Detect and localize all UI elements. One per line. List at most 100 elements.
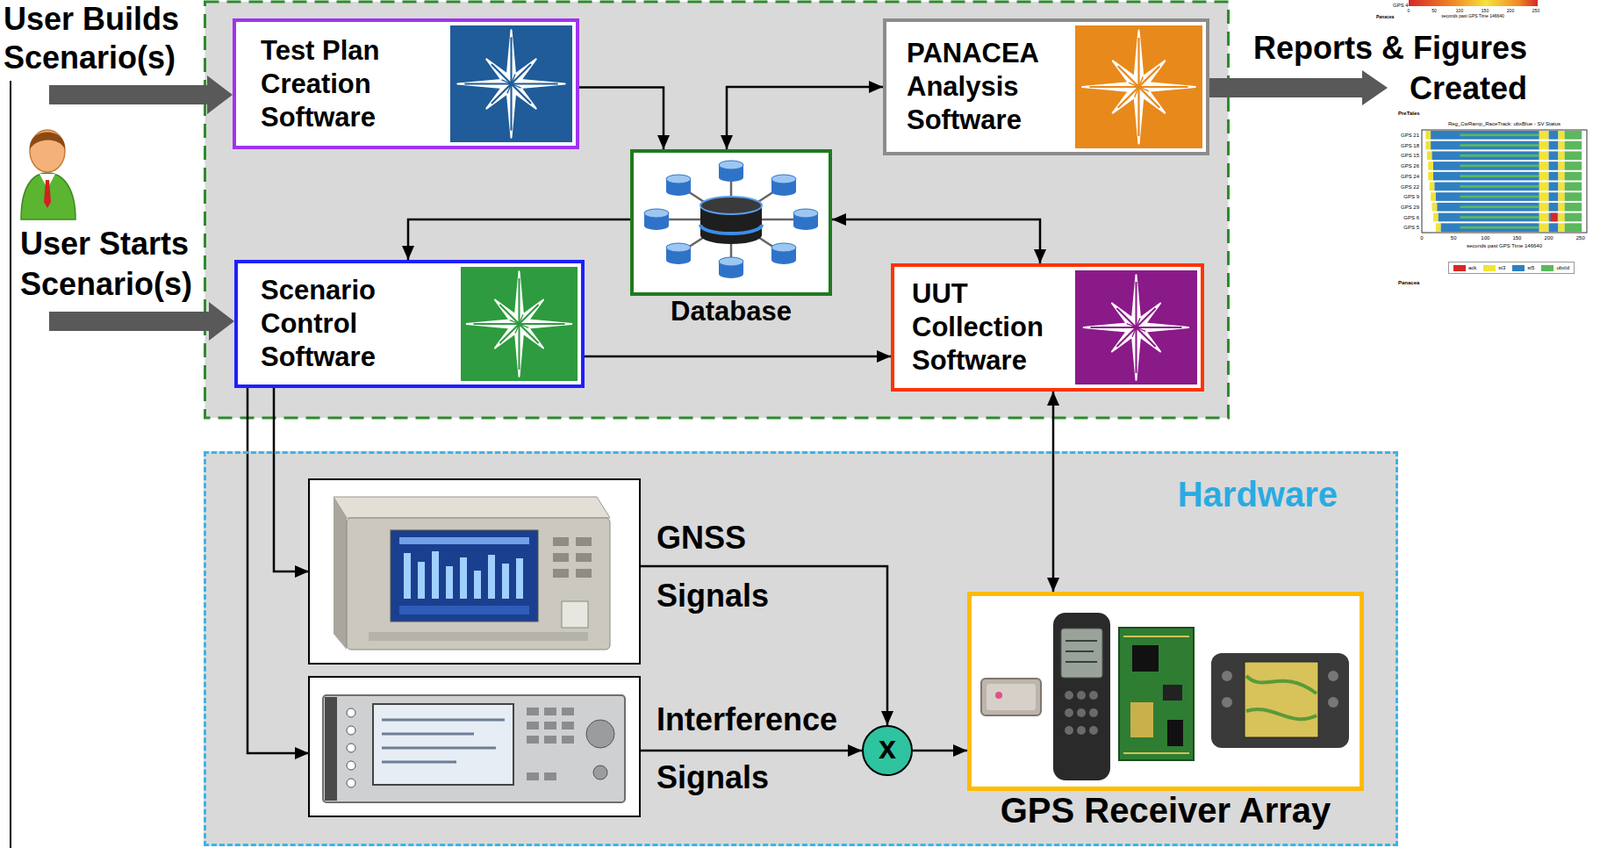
process-box: Test Plan Creation Software (232, 18, 580, 150)
signal-generator (308, 676, 640, 817)
compass-star (466, 271, 573, 377)
axis-label: GPS 29 (1400, 203, 1420, 211)
gnss-simulator (459, 557, 467, 599)
gnss-simulator (403, 551, 524, 599)
mixer-symbol: x (878, 731, 897, 764)
gnss-simulator (333, 496, 610, 518)
gnss-simulator (308, 479, 640, 664)
page-rule (9, 80, 12, 848)
receiver-images (1064, 708, 1074, 718)
gnss-simulator (552, 537, 569, 546)
user-icon (21, 172, 76, 220)
mixer-circle: x (861, 724, 913, 776)
output-arrow (1209, 70, 1388, 106)
connector (726, 86, 883, 150)
connector (1052, 391, 1055, 592)
signal-generator (526, 707, 539, 716)
signal-generator (526, 721, 539, 730)
receiver-images (1076, 725, 1086, 735)
database-image (666, 174, 691, 196)
legend-swatch (1453, 265, 1466, 272)
signal-label: Interference Signals (656, 690, 838, 807)
receiver-images (1162, 684, 1183, 701)
actor-label: User Builds Scenario(s) (3, 0, 204, 78)
compass-icon (1075, 270, 1198, 385)
receiver-array-box: GPS Receiver Array (967, 591, 1364, 791)
status-chart (1433, 213, 1439, 223)
compass-icon (1075, 25, 1203, 149)
legend-text: ack (1468, 264, 1477, 272)
gnss-simulator (308, 479, 640, 664)
tick-label: 0 (1420, 234, 1423, 242)
status-chart (1427, 161, 1434, 171)
signal-generator (346, 708, 356, 788)
tick-label: 200 (1544, 234, 1554, 242)
tick-label: 100 (1480, 234, 1490, 242)
gnss-simulator (431, 551, 439, 599)
receiver-images (1064, 690, 1098, 735)
hardware-region-fill (203, 451, 1399, 847)
signal-generator (346, 778, 356, 788)
gnss-simulator (487, 554, 496, 599)
receiver-images (1089, 725, 1098, 735)
database-image (630, 149, 833, 296)
status-chart (1459, 192, 1582, 201)
signal-generator (544, 707, 557, 716)
signal-generator (544, 735, 557, 744)
chart-thumbnail (1408, 0, 1538, 7)
signal-generator (308, 676, 640, 817)
signal-label: GNSS Signals (656, 509, 769, 625)
box-label: Test Plan Creation Software (260, 34, 442, 135)
receiver-images (995, 691, 1003, 699)
database-image (644, 208, 669, 230)
receiver-images (1221, 670, 1339, 708)
receiver-images (1327, 670, 1339, 682)
actor-label: User Starts Scenario(s) (20, 223, 221, 305)
user-icon (29, 129, 65, 173)
status-chart (1459, 182, 1582, 192)
chart-footer: Panacea (1376, 14, 1394, 20)
axis-label: GPS 18 (1400, 142, 1420, 150)
database-image (771, 243, 797, 265)
status-chart (1427, 172, 1434, 181)
database-image (700, 224, 762, 234)
signal-generator (544, 772, 557, 781)
gnss-simulator (552, 552, 569, 562)
signal-generator (526, 772, 539, 781)
chart-axis-label: GPS 4 (1392, 1, 1409, 9)
database-image (718, 257, 744, 279)
legend-item: st5 (1512, 264, 1535, 272)
status-chart (1459, 161, 1582, 171)
gnss-simulator (552, 568, 569, 578)
receiver-images (1211, 652, 1349, 748)
tick-label: 50 (1431, 7, 1437, 14)
chart-legend: ackst3st5ubxId (1448, 261, 1575, 274)
database-box: Database (630, 149, 833, 296)
database-image (666, 243, 691, 265)
legend-text: st5 (1527, 264, 1535, 272)
signal-generator (346, 743, 356, 753)
node-caption: Database (670, 295, 792, 328)
compass-star (1083, 274, 1190, 381)
receiver-images (1061, 628, 1103, 678)
legend-text: st3 (1498, 264, 1506, 272)
status-chart (1459, 141, 1582, 151)
axis-title: seconds past GPS Time 146640 (1441, 13, 1505, 19)
receiver-images (1246, 675, 1317, 719)
status-chart (1459, 222, 1582, 232)
status-chart (1550, 213, 1557, 223)
status-chart (1430, 192, 1436, 201)
database-image (718, 160, 744, 182)
database-image (771, 174, 797, 196)
status-chart (1425, 130, 1431, 140)
status-chart (1459, 150, 1582, 160)
compass-icon (450, 25, 573, 143)
tick-label: 0 (1407, 7, 1411, 14)
gnss-simulator (575, 552, 592, 562)
signal-generator (593, 765, 608, 780)
gnss-simulator (390, 530, 539, 622)
user-icon (29, 132, 65, 151)
signal-generator (586, 719, 615, 748)
process-box: PANACEA Analysis Software (882, 18, 1210, 156)
axis-label: GPS 26 (1400, 162, 1420, 170)
